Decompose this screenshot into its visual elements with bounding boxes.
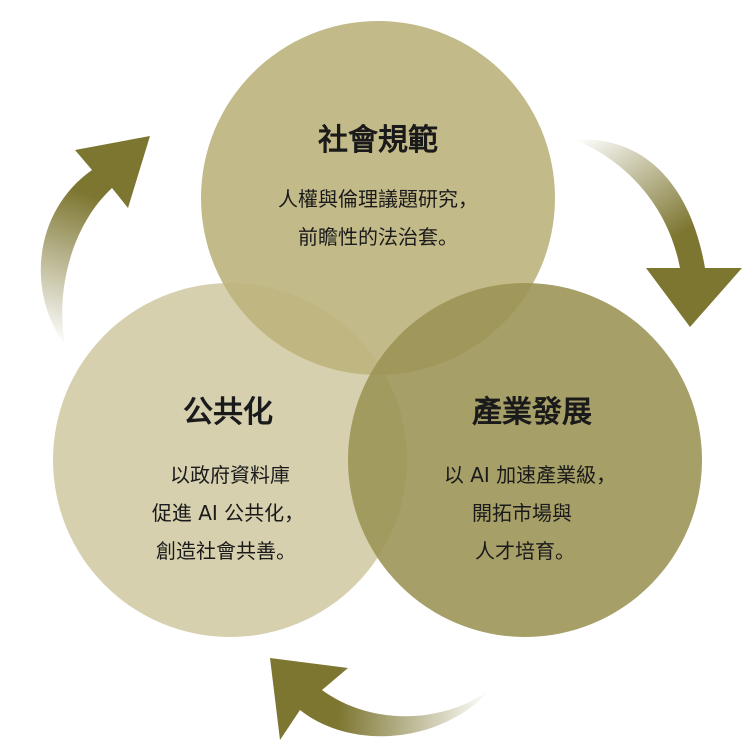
public-title: 公共化 bbox=[183, 395, 273, 430]
public-line-1: 以政府資料庫 bbox=[170, 463, 290, 487]
industry-line-3: 人才培育。 bbox=[475, 539, 575, 563]
social-norms-title: 社會規範 bbox=[318, 123, 438, 158]
social-norms-line-2: 前瞻性的法治套。 bbox=[298, 225, 458, 249]
public-line-3: 創造社會共善。 bbox=[156, 539, 296, 563]
circle-public bbox=[53, 283, 407, 637]
cycle-arrow-top-right-icon bbox=[575, 139, 742, 327]
industry-title: 產業發展 bbox=[472, 395, 592, 430]
industry-line-1: 以 AI 加速產業級， bbox=[444, 463, 616, 487]
public-line-2: 促進 AI 公共化， bbox=[152, 501, 304, 525]
cycle-arrow-left-icon bbox=[40, 136, 150, 345]
cycle-arrow-bottom-icon bbox=[270, 658, 490, 740]
circle-social-norms bbox=[201, 21, 555, 375]
social-norms-line-1: 人權與倫理議題研究， bbox=[278, 187, 478, 211]
industry-line-2: 開拓市場與 bbox=[472, 501, 572, 525]
circle-industry bbox=[348, 283, 702, 637]
